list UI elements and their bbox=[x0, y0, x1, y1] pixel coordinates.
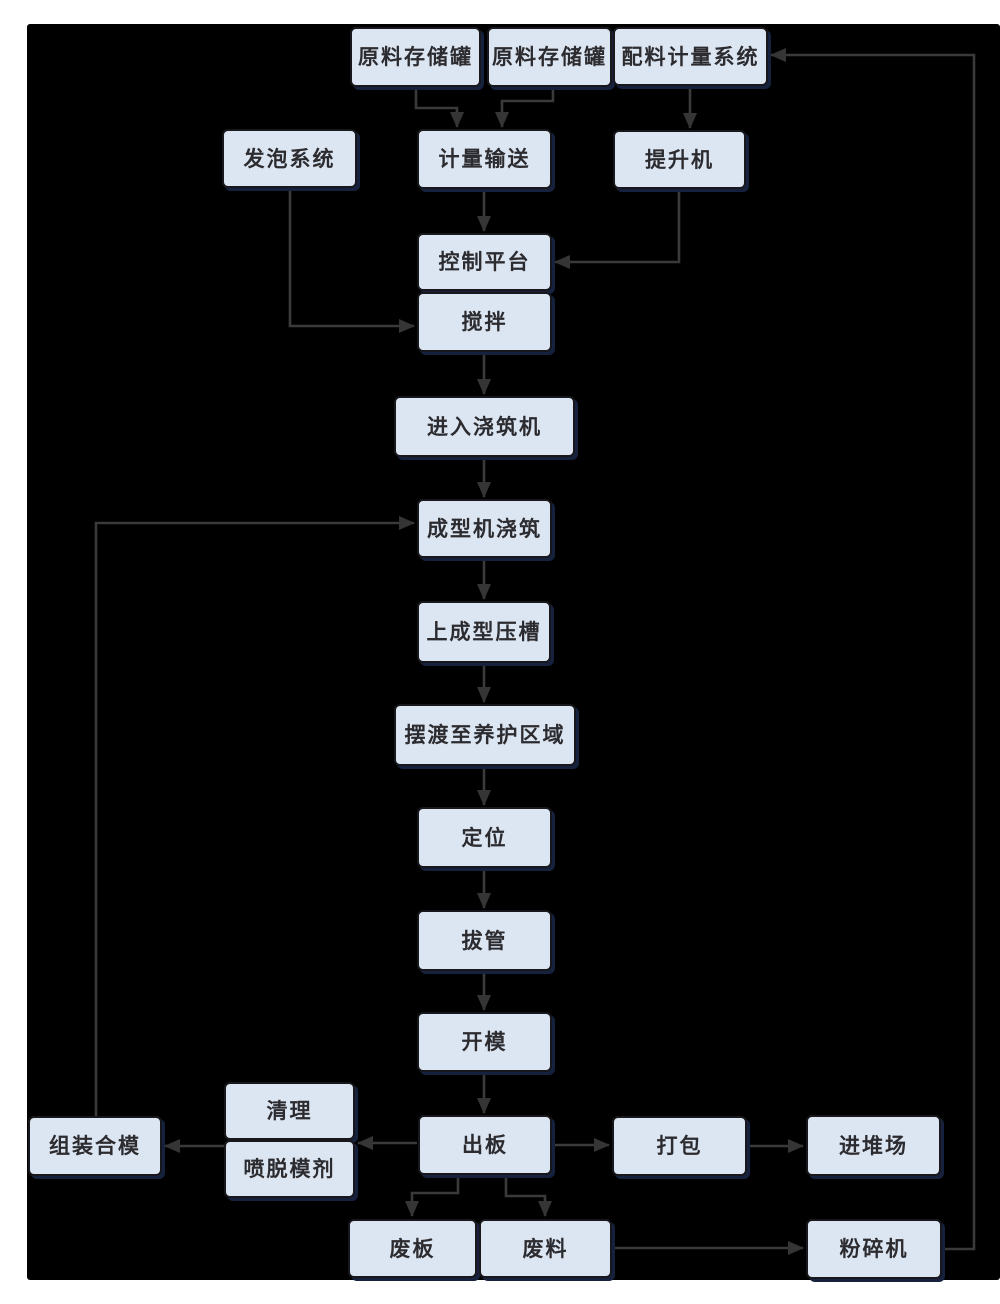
node-hoist-label: 提升机 bbox=[645, 146, 714, 172]
node-tube-pulling: 拔管 bbox=[417, 910, 552, 971]
node-yard: 进堆场 bbox=[806, 1115, 941, 1176]
node-assembly: 组装合模 bbox=[28, 1116, 162, 1176]
node-tank1: 原料存储罐 bbox=[350, 27, 481, 87]
node-spraying: 喷脱模剂 bbox=[224, 1140, 355, 1198]
node-positioning-label: 定位 bbox=[461, 824, 508, 850]
node-tank1-label: 原料存储罐 bbox=[358, 44, 473, 69]
edge-boardout-wastematerial bbox=[504, 1176, 552, 1217]
edge-assembly-forming bbox=[94, 516, 415, 1116]
node-yard-label: 进堆场 bbox=[839, 1132, 908, 1158]
node-assembly-label: 组装合模 bbox=[49, 1133, 141, 1158]
node-cleaning: 清理 bbox=[224, 1082, 355, 1140]
node-foaming: 发泡系统 bbox=[222, 129, 357, 188]
node-batching-label: 配料计量系统 bbox=[621, 43, 760, 69]
node-ferry-label: 摆渡至养护区域 bbox=[404, 722, 566, 747]
node-cleaning-label: 清理 bbox=[266, 1098, 313, 1123]
node-board-out: 出板 bbox=[418, 1115, 552, 1175]
node-forming-pouring-label: 成型机浇筑 bbox=[427, 515, 542, 541]
node-spraying-label: 喷脱模剂 bbox=[243, 1156, 336, 1181]
node-groove-label: 上成型压槽 bbox=[426, 619, 542, 644]
node-waste-board: 废板 bbox=[348, 1219, 477, 1278]
node-positioning: 定位 bbox=[417, 807, 552, 868]
node-crusher-label: 粉碎机 bbox=[839, 1236, 909, 1261]
node-batching: 配料计量系统 bbox=[613, 27, 768, 86]
node-mixing-label: 搅拌 bbox=[461, 309, 508, 334]
edge-boardout-wasteboard bbox=[405, 1176, 460, 1217]
node-tank2: 原料存储罐 bbox=[487, 27, 612, 87]
node-enter-pouring-label: 进入浇筑机 bbox=[427, 413, 542, 439]
node-groove: 上成型压槽 bbox=[417, 601, 551, 663]
node-hoist: 提升机 bbox=[613, 130, 746, 189]
node-ferry: 摆渡至养护区域 bbox=[394, 704, 576, 766]
edge-hoist-control bbox=[554, 190, 681, 269]
node-waste-material-label: 废料 bbox=[522, 1235, 569, 1261]
edge-foaming-mixing bbox=[288, 188, 415, 333]
flowchart-canvas: 原料存储罐 原料存储罐 配料计量系统 发泡系统 计量输送 提升机 控制平台 搅拌… bbox=[27, 24, 1000, 1280]
node-metering-label: 计量输送 bbox=[438, 146, 531, 171]
node-tank2-label: 原料存储罐 bbox=[492, 44, 607, 69]
node-board-out-label: 出板 bbox=[462, 1132, 508, 1157]
edge-crusher-batching bbox=[770, 48, 976, 1251]
node-enter-pouring: 进入浇筑机 bbox=[394, 396, 575, 457]
node-tube-pulling-label: 拔管 bbox=[461, 927, 508, 953]
node-control-label: 控制平台 bbox=[438, 249, 531, 274]
node-foaming-label: 发泡系统 bbox=[243, 145, 336, 171]
edge-tank2-metering bbox=[495, 88, 555, 128]
node-mixing: 搅拌 bbox=[417, 292, 552, 352]
node-forming-pouring: 成型机浇筑 bbox=[417, 499, 552, 558]
node-mold-opening: 开模 bbox=[417, 1012, 552, 1072]
node-control: 控制平台 bbox=[417, 233, 552, 291]
node-metering: 计量输送 bbox=[417, 129, 552, 189]
edge-tank1-metering bbox=[414, 88, 464, 128]
node-packing: 打包 bbox=[612, 1116, 747, 1176]
node-crusher: 粉碎机 bbox=[806, 1219, 942, 1279]
node-waste-board-label: 废板 bbox=[389, 1235, 436, 1261]
node-waste-material: 废料 bbox=[479, 1219, 612, 1278]
node-packing-label: 打包 bbox=[656, 1133, 703, 1158]
node-mold-opening-label: 开模 bbox=[461, 1029, 508, 1054]
